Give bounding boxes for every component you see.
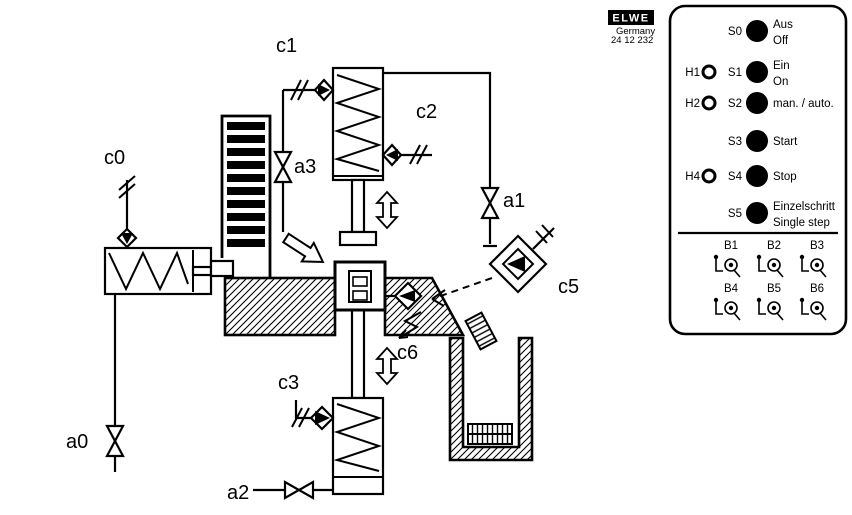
check-valve-c1	[313, 78, 335, 102]
indicator-h4-lamp	[701, 168, 717, 184]
button-caption: Ein	[773, 60, 790, 72]
panel-row-s2: H2 S2 man. / auto.	[685, 92, 834, 114]
button-caption: Start	[773, 136, 798, 148]
button-caption: On	[773, 76, 788, 88]
button-id-label: S4	[728, 171, 743, 183]
motion-arrow-lower	[374, 346, 400, 386]
switch-label: B1	[724, 240, 738, 252]
logo-code: 24 12 232	[611, 35, 653, 46]
press-cylinder-c1	[331, 66, 385, 247]
button-s5[interactable]	[746, 202, 768, 224]
magazine	[220, 114, 272, 278]
panel-row-s5: S5 Einzelschritt Single step	[728, 201, 836, 229]
label-a1: a1	[503, 190, 525, 212]
indicator-label: H4	[685, 171, 700, 183]
switch-b5[interactable]: B5	[756, 283, 784, 321]
die-station	[333, 260, 387, 312]
button-id-label: S5	[728, 208, 742, 220]
label-a3: a3	[294, 156, 316, 178]
label-a2: a2	[227, 482, 249, 504]
label-c1: c1	[276, 35, 297, 57]
panel-row-s4: H4 S4 Stop	[685, 165, 797, 187]
logo-plate	[608, 10, 654, 25]
button-id-label: S2	[728, 98, 742, 110]
label-c6: c6	[397, 342, 418, 364]
check-valve-c2	[381, 143, 403, 167]
eject-zigzag-c6	[398, 311, 422, 339]
label-a0: a0	[66, 431, 88, 453]
button-s2[interactable]	[746, 92, 768, 114]
indicator-label: H1	[685, 67, 700, 79]
button-id-label: S1	[728, 67, 742, 79]
button-s1[interactable]	[746, 61, 768, 83]
shutoff-valve-a2[interactable]	[283, 480, 315, 500]
button-s3[interactable]	[746, 130, 768, 152]
logo-country: Germany	[616, 26, 655, 37]
button-caption: Stop	[773, 171, 797, 183]
label-c5: c5	[558, 276, 579, 298]
button-s0[interactable]	[746, 20, 768, 42]
check-valve-c6	[393, 281, 423, 311]
button-caption: Aus	[773, 19, 793, 31]
check-valve-c3	[309, 405, 335, 431]
check-valve-c0	[116, 227, 138, 249]
diagram-labels: c1 c2 c0 c3 c5 c6 a0 a1 a2 a3	[66, 35, 579, 504]
switch-label: B2	[767, 240, 781, 252]
blast-arrow-c5	[431, 277, 493, 307]
container	[448, 336, 534, 462]
lower-cylinder-c3	[331, 308, 385, 496]
button-id-label: S3	[728, 136, 742, 148]
control-panel: S0 Aus Off H1 S1 Ein On H2 S2 man. / aut…	[668, 4, 848, 336]
workpiece-in-container	[467, 423, 513, 445]
feed-cylinder-c0	[103, 246, 235, 296]
switch-b4[interactable]: B4	[713, 283, 741, 321]
button-caption: Einzelschritt	[773, 201, 836, 213]
switch-b6[interactable]: B6	[799, 283, 827, 321]
indicator-h2-lamp	[701, 95, 717, 111]
transfer-arrow	[281, 232, 325, 264]
panel-row-s0: S0 Aus Off	[728, 19, 793, 47]
label-c0: c0	[104, 147, 125, 169]
motion-arrow-upper	[374, 190, 400, 230]
button-caption: Single step	[773, 217, 830, 229]
indicator-label: H2	[685, 98, 700, 110]
switch-b2[interactable]: B2	[756, 240, 784, 278]
label-c3: c3	[278, 372, 299, 394]
air-supply-ticks	[118, 79, 554, 428]
panel-row-s3: S3 Start	[728, 130, 798, 152]
button-caption: man. / auto.	[773, 98, 834, 110]
button-s4[interactable]	[746, 165, 768, 187]
button-id-label: S0	[728, 26, 742, 38]
logo-brand-text: ELWE	[612, 13, 649, 25]
switch-label: B5	[767, 283, 781, 295]
switch-label: B3	[810, 240, 824, 252]
button-caption: Off	[773, 35, 789, 47]
nozzle-unit-c5	[488, 234, 548, 294]
switch-b1[interactable]: B1	[713, 240, 741, 278]
panel-row-s1: H1 S1 Ein On	[685, 60, 789, 88]
indicator-h1-lamp	[701, 64, 717, 80]
switch-b3[interactable]: B3	[799, 240, 827, 278]
switch-label: B6	[810, 283, 824, 295]
shutoff-valve-a0[interactable]	[105, 424, 125, 458]
switch-label: B4	[724, 283, 739, 295]
workpiece-on-chute	[464, 311, 498, 351]
label-c2: c2	[416, 101, 437, 123]
shutoff-valve-a1[interactable]	[480, 186, 500, 220]
elwe-logo: ELWE Germany 24 12 232	[608, 10, 655, 46]
shutoff-valve-a3[interactable]	[273, 150, 293, 184]
